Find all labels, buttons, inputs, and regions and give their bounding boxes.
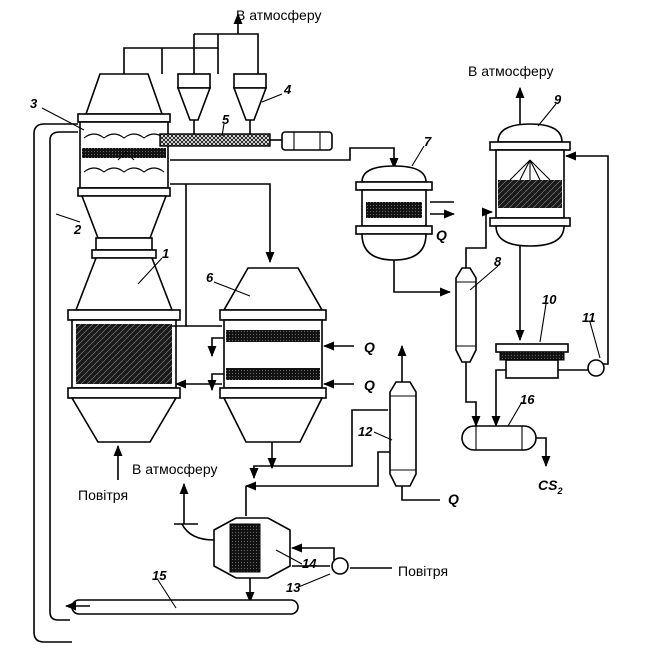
leader-lines	[41, 93, 601, 609]
product-subscript: 2	[556, 486, 562, 496]
reactor-3	[77, 73, 171, 251]
air-label-left: Повітря	[78, 487, 128, 503]
product-formula: CS	[538, 477, 558, 493]
air-label-right: Повітря	[398, 563, 448, 579]
atmosphere-label-right: В атмосферу	[468, 63, 553, 79]
label-15: 15	[152, 568, 167, 583]
heat-label-6b: Q	[364, 377, 375, 393]
elevator-2	[33, 123, 78, 643]
heat-label-6a: Q	[364, 339, 375, 355]
atmosphere-label-bottom: В атмосферу	[132, 461, 217, 477]
label-2: 2	[73, 222, 82, 237]
heat-label-12: Q	[448, 491, 459, 507]
separator-8	[455, 207, 494, 428]
label-11: 11	[582, 310, 596, 325]
cyclones-4	[123, 12, 268, 121]
furnace-1	[67, 249, 181, 443]
conveyor-15	[64, 599, 299, 615]
column-12	[244, 344, 440, 501]
collector-10	[491, 343, 605, 428]
heat-label-7: Q	[436, 227, 447, 243]
reactor-6	[207, 267, 354, 470]
label-7: 7	[424, 134, 432, 149]
label-9: 9	[554, 92, 562, 107]
label-5: 5	[222, 112, 230, 127]
label-13: 13	[286, 580, 301, 595]
absorber-9	[489, 86, 609, 365]
label-1: 1	[162, 246, 169, 261]
reactor-7	[355, 165, 456, 297]
gas-lines	[170, 147, 399, 389]
product-label: CS2	[538, 477, 562, 496]
label-3: 3	[30, 96, 38, 111]
label-12: 12	[358, 424, 373, 439]
label-16: 16	[520, 392, 535, 407]
burner-14	[174, 482, 392, 604]
screw-feeder-5	[159, 120, 333, 151]
label-10: 10	[542, 292, 557, 307]
label-8: 8	[494, 254, 502, 269]
tank-16	[461, 425, 551, 468]
atmosphere-label-top: В атмосферу	[236, 7, 321, 23]
label-14: 14	[302, 556, 317, 571]
label-4: 4	[283, 82, 292, 97]
label-6: 6	[206, 270, 214, 285]
